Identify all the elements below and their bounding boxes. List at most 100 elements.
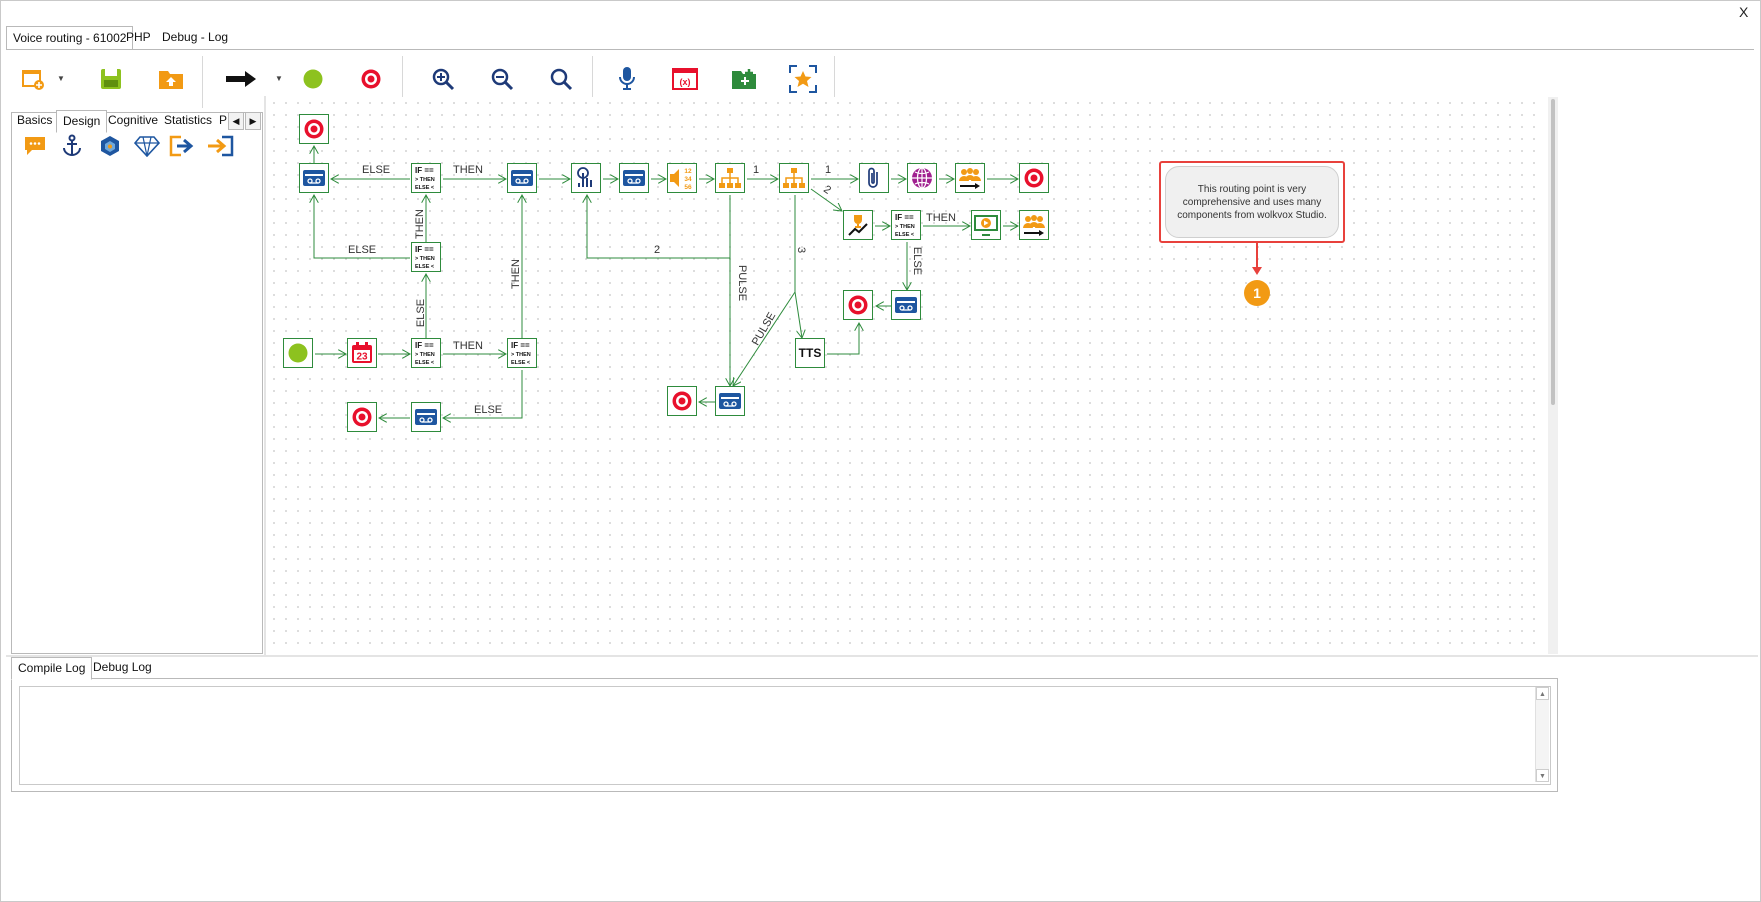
play-audio-node[interactable] [891, 290, 921, 320]
diamond-icon[interactable] [132, 131, 162, 161]
end-node[interactable] [347, 402, 377, 432]
play-audio-node[interactable] [619, 163, 649, 193]
tab-compile-log[interactable]: Compile Log [11, 657, 93, 680]
zoom-fit-icon[interactable] [540, 58, 582, 100]
enter-arrow-icon[interactable] [205, 131, 235, 161]
play-audio-node[interactable] [507, 163, 537, 193]
transfer-agents-node[interactable] [1019, 210, 1049, 240]
svg-text:> THEN: > THEN [415, 352, 435, 358]
close-button[interactable]: X [1739, 4, 1749, 20]
end-node[interactable] [1019, 163, 1049, 193]
screen-play-icon [974, 215, 998, 236]
upload-icon[interactable] [150, 58, 192, 100]
tab-basics[interactable]: Basics [17, 113, 53, 127]
new-window-icon[interactable] [12, 58, 54, 100]
canvas-scroll-thumb[interactable] [1551, 99, 1555, 405]
log-scroll-up[interactable]: ▲ [1536, 687, 1549, 700]
zoom-out-icon[interactable] [481, 58, 523, 100]
new-dropdown-caret[interactable]: ▼ [57, 74, 65, 83]
calendar-icon: 23 [352, 342, 372, 363]
end-target-icon [304, 119, 324, 139]
voicemail-icon [719, 393, 741, 409]
toolbar-separator [402, 56, 403, 108]
end-node[interactable] [667, 386, 697, 416]
branch-node[interactable] [715, 163, 745, 193]
end-node[interactable] [299, 114, 329, 144]
arrow-connector-icon[interactable] [220, 58, 262, 100]
svg-text:IF ==: IF == [415, 341, 434, 350]
play-audio-node[interactable] [411, 402, 441, 432]
tab-php[interactable]: PHP [126, 30, 151, 44]
variables-icon[interactable]: (x) [664, 58, 706, 100]
voicemail-icon [895, 297, 917, 313]
tab-debug-log-bottom[interactable]: Debug Log [93, 660, 152, 674]
edge-label: 3 [795, 246, 808, 254]
favorite-select-icon[interactable] [782, 58, 824, 100]
hexagon-icon[interactable] [95, 131, 125, 161]
save-icon[interactable] [90, 58, 132, 100]
org-tree-icon [719, 168, 741, 188]
connector-dropdown-caret[interactable]: ▼ [275, 74, 283, 83]
log-scroll-down[interactable]: ▼ [1536, 769, 1549, 782]
video-node[interactable] [971, 210, 1001, 240]
transfer-agents-node[interactable] [955, 163, 985, 193]
note-pointer-arrow [1252, 243, 1262, 275]
play-audio-node[interactable] [299, 163, 329, 193]
calendar-node[interactable]: 23 [347, 338, 377, 368]
start-circle-icon[interactable] [292, 58, 334, 100]
log-output[interactable] [19, 686, 1551, 785]
end-node[interactable] [843, 290, 873, 320]
play-audio-node[interactable] [715, 386, 745, 416]
statistics-node[interactable] [843, 210, 873, 240]
edge-label: ELSE [415, 298, 428, 328]
branch-node[interactable] [779, 163, 809, 193]
org-tree-icon [783, 168, 805, 188]
add-folder-icon[interactable] [723, 58, 765, 100]
tab-voice-routing[interactable]: Voice routing - 61002 [6, 26, 134, 50]
svg-text:ELSE <: ELSE < [511, 360, 530, 366]
tab-design[interactable]: Design [56, 110, 108, 133]
log-scrollbar[interactable]: ▲ ▼ [1535, 687, 1549, 782]
tts-node[interactable]: TTS [795, 338, 825, 368]
web-service-node[interactable] [907, 163, 937, 193]
palette-scroll-right[interactable]: ▶ [245, 112, 261, 130]
attachment-node[interactable] [859, 163, 889, 193]
start-node[interactable] [283, 338, 313, 368]
agents-transfer-icon [1023, 215, 1045, 236]
microphone-icon[interactable] [606, 58, 648, 100]
edge-label: ELSE [474, 404, 503, 416]
vertical-splitter[interactable] [264, 96, 266, 656]
touch-dial-icon [577, 167, 592, 187]
exit-arrow-icon[interactable] [168, 131, 198, 161]
anchor-icon[interactable] [57, 131, 87, 161]
end-target-icon[interactable] [350, 58, 392, 100]
edge-label: 1 [753, 164, 760, 176]
tab-debug-log[interactable]: Debug - Log [162, 30, 229, 44]
flow-canvas[interactable]: ELSE THEN THEN ELSE ELSE THEN THEN ELSE … [268, 97, 1545, 654]
tts-label: TTS [798, 346, 822, 360]
toolbar-separator [834, 56, 835, 108]
palette-scroll-left[interactable]: ◀ [228, 112, 244, 130]
tab-more[interactable]: P [219, 113, 228, 127]
horizontal-splitter[interactable] [6, 655, 1758, 657]
zoom-in-icon[interactable] [422, 58, 464, 100]
svg-text:> THEN: > THEN [895, 224, 915, 230]
svg-text:> THEN: > THEN [415, 256, 435, 262]
svg-text:ELSE <: ELSE < [895, 232, 914, 238]
edge-label: 2 [654, 244, 661, 256]
svg-text:IF ==: IF == [415, 245, 434, 254]
trophy-trend-icon [848, 215, 868, 236]
dtmf-node[interactable] [571, 163, 601, 193]
tab-statistics[interactable]: Statistics [164, 113, 213, 127]
comment-icon[interactable] [20, 131, 50, 161]
tab-cognitive[interactable]: Cognitive [108, 113, 159, 127]
